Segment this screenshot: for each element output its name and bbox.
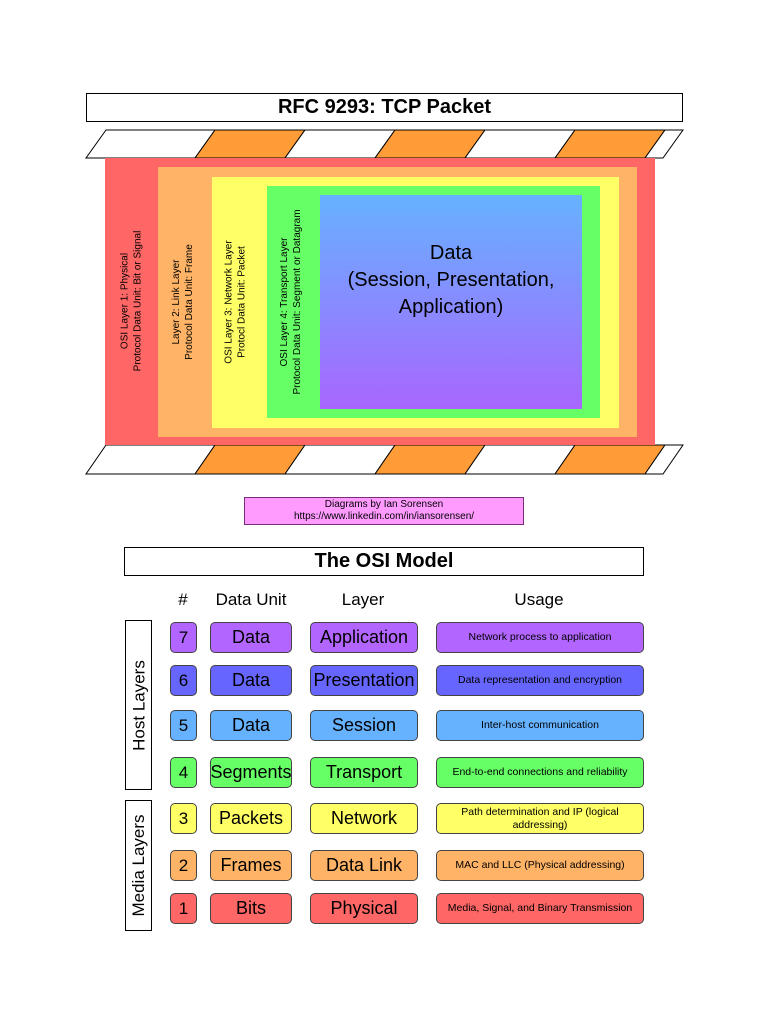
host-layers-group: Host Layers bbox=[125, 620, 152, 790]
top-stripe-segment bbox=[284, 129, 396, 159]
media-layers-group: Media Layers bbox=[125, 800, 152, 931]
bottom-stripe-band bbox=[85, 444, 684, 475]
usage-3: Path determination and IP (logical addre… bbox=[436, 803, 644, 834]
data-unit-7: Data bbox=[210, 622, 292, 653]
credit-link[interactable]: https://www.linkedin.com/in/iansorensen/ bbox=[293, 511, 475, 522]
top-stripe-segment bbox=[464, 129, 576, 159]
bottom-stripe-segment bbox=[554, 444, 666, 475]
layer-name-6: Presentation bbox=[310, 665, 418, 696]
usage-6: Data representation and encryption bbox=[436, 665, 644, 696]
layer-name-1: Physical bbox=[310, 893, 418, 924]
layer-name-7: Application bbox=[310, 622, 418, 653]
layer-number-4: 4 bbox=[170, 757, 197, 788]
data-payload-text: Data (Session, Presentation, Application… bbox=[320, 195, 582, 409]
layer-name-4: Transport bbox=[310, 757, 418, 788]
top-stripe-segment bbox=[644, 129, 684, 159]
bottom-stripe-segment bbox=[284, 444, 396, 475]
data-line-3: Application) bbox=[398, 295, 504, 318]
header-usage: Usage bbox=[514, 590, 564, 609]
header-layer: Layer bbox=[341, 590, 385, 609]
layer-3-title: OSI Layer 3: Network Layer bbox=[223, 240, 235, 364]
top-stripe-segment bbox=[374, 129, 486, 159]
data-unit-6: Data bbox=[210, 665, 292, 696]
layer-2-title: Layer 2: Link Layer bbox=[171, 259, 182, 345]
layer-name-3: Network bbox=[310, 803, 418, 834]
layer-name-2: Data Link bbox=[310, 850, 418, 881]
header-number: # bbox=[178, 590, 188, 609]
bottom-stripe-segment bbox=[85, 444, 216, 475]
bottom-stripe-segment bbox=[194, 444, 306, 475]
header-data-unit: Data Unit bbox=[215, 590, 287, 609]
usage-5: Inter-host communication bbox=[436, 710, 644, 741]
tcp-diagram-title: RFC 9293: TCP Packet bbox=[86, 93, 683, 122]
layer-3-pdu: Protocl Data Unit: Packet bbox=[236, 246, 248, 358]
bottom-stripe-segment bbox=[464, 444, 576, 475]
top-stripe-band bbox=[85, 129, 684, 159]
layer-1-title: OSI Layer 1: Physical bbox=[119, 252, 131, 350]
data-unit-2: Frames bbox=[210, 850, 292, 881]
bottom-stripe-segment bbox=[374, 444, 486, 475]
usage-4: End-to-end connections and reliability bbox=[436, 757, 644, 788]
layer-number-6: 6 bbox=[170, 665, 197, 696]
layer-4-pdu: Protocol Data Unit: Segment or Datagram bbox=[292, 209, 303, 395]
layer-number-1: 1 bbox=[170, 893, 197, 924]
host-layers-label: Host Layers bbox=[129, 660, 148, 751]
top-stripe-segment bbox=[194, 129, 306, 159]
layer-number-5: 5 bbox=[170, 710, 197, 741]
layer-1-pdu: Protocol Data Unit: Bit or Signal bbox=[132, 230, 144, 372]
data-unit-3: Packets bbox=[210, 803, 292, 834]
usage-7: Network process to application bbox=[436, 622, 644, 653]
top-stripe-segment bbox=[85, 129, 216, 159]
bottom-stripe-segment bbox=[644, 444, 684, 475]
layer-4-title: OSI Layer 4: Transport Layer bbox=[279, 237, 290, 367]
usage-1: Media, Signal, and Binary Transmission bbox=[436, 893, 644, 924]
media-layers-label: Media Layers bbox=[128, 814, 148, 917]
osi-model-title: The OSI Model bbox=[124, 547, 644, 576]
data-unit-5: Data bbox=[210, 710, 292, 741]
credit-box: Diagrams by Ian Sorensen https://www.lin… bbox=[244, 497, 524, 525]
layer-number-2: 2 bbox=[170, 850, 197, 881]
data-unit-1: Bits bbox=[210, 893, 292, 924]
usage-2: MAC and LLC (Physical addressing) bbox=[436, 850, 644, 881]
layer-name-5: Session bbox=[310, 710, 418, 741]
layer-2-pdu: Protocol Data Unit: Frame bbox=[184, 244, 195, 360]
data-line-1: Data bbox=[429, 241, 473, 264]
layer-number-3: 3 bbox=[170, 803, 197, 834]
data-payload-box: Data (Session, Presentation, Application… bbox=[320, 195, 582, 409]
data-unit-4: Segments bbox=[210, 757, 292, 788]
layer-number-7: 7 bbox=[170, 622, 197, 653]
top-stripe-segment bbox=[554, 129, 666, 159]
data-line-2: (Session, Presentation, bbox=[347, 268, 555, 291]
credit-author: Diagrams by Ian Sorensen bbox=[324, 499, 444, 510]
